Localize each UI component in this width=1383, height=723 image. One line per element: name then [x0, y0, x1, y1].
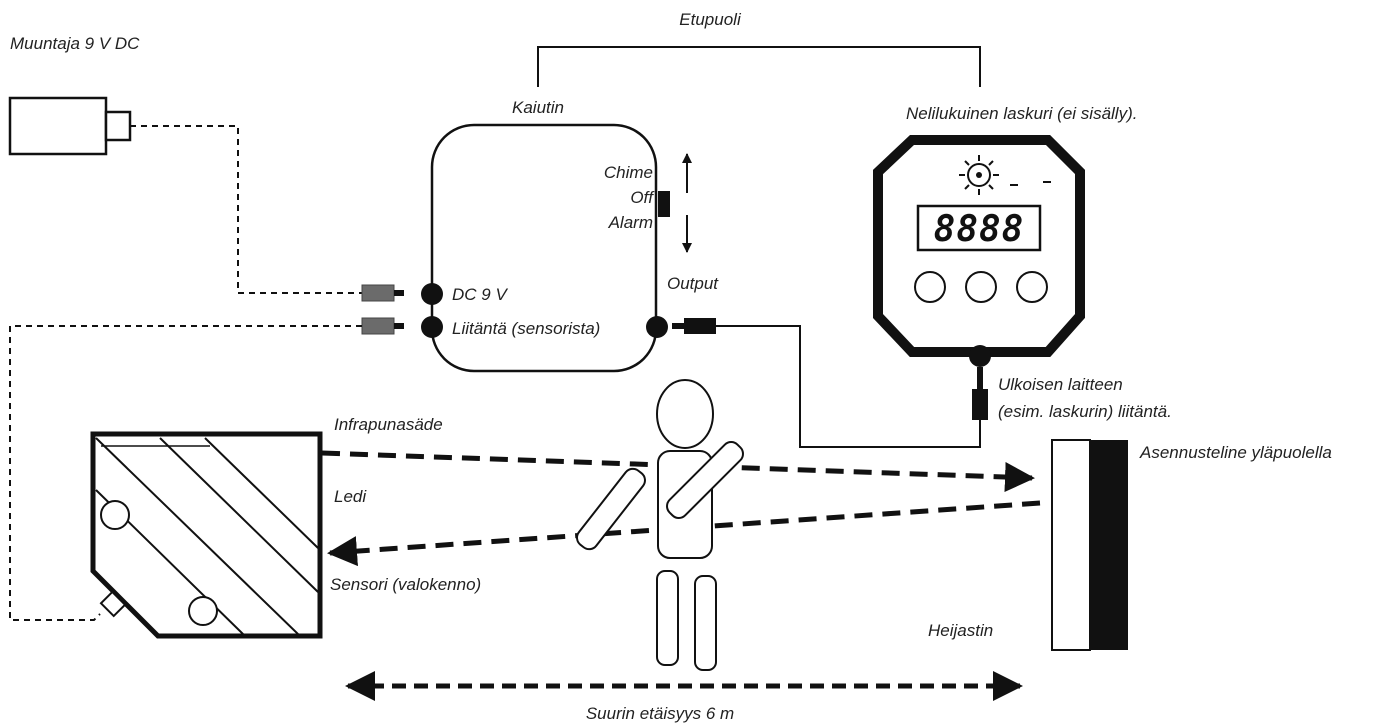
output-plug	[672, 318, 716, 334]
output-jack	[646, 316, 668, 338]
mount-label: Asennusteline yläpuolella	[1139, 443, 1332, 462]
alarm-label: Alarm	[608, 213, 653, 232]
output-cable	[716, 325, 981, 448]
counter-button-2[interactable]	[965, 271, 997, 303]
counter-plug	[972, 367, 988, 420]
counter-display-frame	[916, 204, 1042, 252]
person-figure	[576, 379, 744, 671]
led-label: Ledi	[334, 487, 367, 506]
speaker-label: Kaiutin	[512, 98, 564, 117]
brightness-icon	[959, 155, 999, 195]
off-label: Off	[630, 188, 655, 207]
sensor-photocell-lens	[188, 596, 218, 626]
counter-display: 8888	[934, 209, 1025, 250]
infrared-beam-return	[327, 500, 1041, 567]
dc-jack	[421, 283, 443, 305]
adapter-cable	[130, 125, 362, 294]
counter-label: Nelilukuinen laskuri (ei sisälly).	[906, 104, 1137, 123]
output-label: Output	[667, 274, 719, 293]
dc-plug	[361, 284, 404, 302]
sensor-input-label: Liitäntä (sensorista)	[452, 319, 600, 338]
sensor-led-lens	[100, 500, 130, 530]
reflector	[1051, 439, 1128, 651]
counter-button-1[interactable]	[914, 271, 946, 303]
main-unit	[430, 123, 658, 373]
photo-sensor-unit	[90, 431, 323, 639]
dc-input-label: DC 9 V	[452, 285, 508, 304]
sensor-jack	[421, 316, 443, 338]
mode-switch[interactable]	[658, 191, 670, 217]
counter-jack	[969, 345, 991, 367]
sensor-plug	[361, 317, 404, 335]
converter-label: Muuntaja 9 V DC	[10, 34, 140, 53]
external-device-label-2: (esim. laskurin) liitäntä.	[998, 402, 1172, 421]
chime-label: Chime	[604, 163, 653, 182]
sensor-cable	[9, 325, 362, 621]
power-adapter	[8, 96, 132, 156]
front-side-bracket	[537, 46, 981, 87]
sensor-label: Sensori (valokenno)	[330, 575, 481, 594]
max-distance-label: Suurin etäisyys 6 m	[586, 704, 734, 723]
infrared-beam-outgoing	[321, 450, 1035, 493]
reflector-label: Heijastin	[928, 621, 993, 640]
infrared-beam-label: Infrapunasäde	[334, 415, 443, 434]
external-device-label-1: Ulkoisen laitteen	[998, 375, 1123, 394]
front-side-label: Etupuoli	[679, 10, 742, 29]
counter-button-3[interactable]	[1016, 271, 1048, 303]
